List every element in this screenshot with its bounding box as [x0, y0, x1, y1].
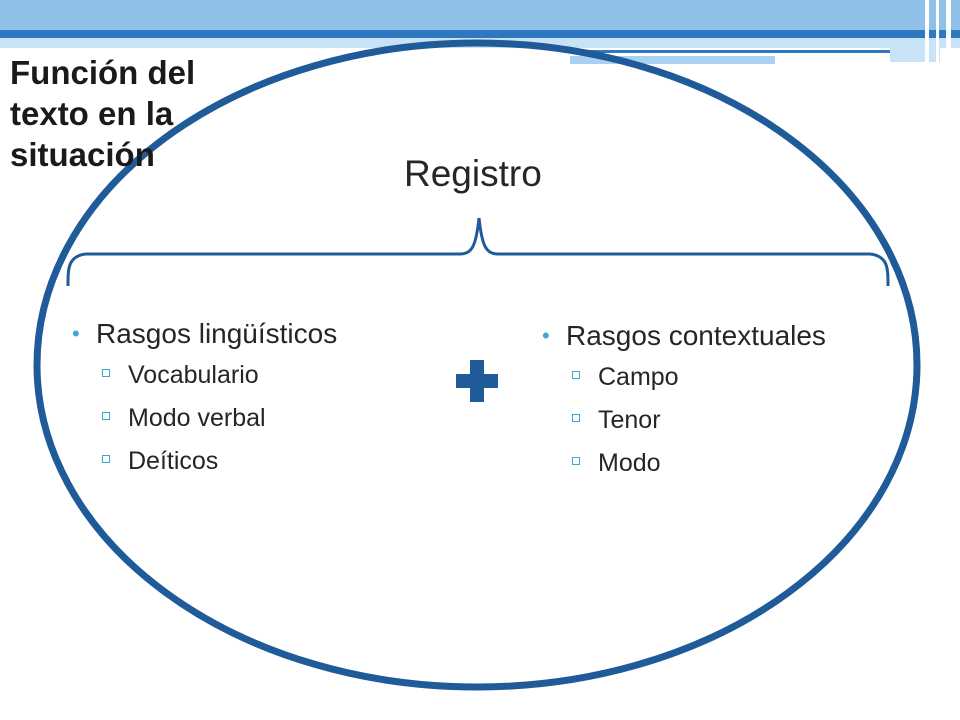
list-item: Modo verbal	[72, 403, 337, 446]
list-item: Tenor	[542, 405, 826, 448]
right-column: • Rasgos contextuales Campo Tenor Modo	[542, 318, 826, 491]
curly-brace-icon	[66, 217, 890, 287]
registro-ellipse	[33, 39, 921, 691]
right-heading-text: Rasgos contextuales	[566, 320, 826, 351]
left-column: • Rasgos lingüísticos Vocabulario Modo v…	[72, 316, 337, 489]
square-bullet-icon	[102, 455, 110, 463]
square-bullet-icon	[102, 369, 110, 377]
plus-icon	[456, 360, 498, 402]
right-sublist: Campo Tenor Modo	[542, 362, 826, 491]
bullet-dot-icon: •	[542, 323, 550, 348]
left-heading-text: Rasgos lingüísticos	[96, 318, 338, 349]
square-bullet-icon	[102, 412, 110, 420]
square-bullet-icon	[572, 371, 580, 379]
left-heading: • Rasgos lingüísticos	[72, 316, 337, 352]
list-item: Modo	[542, 448, 826, 491]
list-item: Campo	[542, 362, 826, 405]
registro-label: Registro	[404, 153, 542, 194]
left-sublist: Vocabulario Modo verbal Deíticos	[72, 360, 337, 489]
slide-title: Función del texto en la situación	[10, 54, 196, 173]
square-bullet-icon	[572, 457, 580, 465]
list-item: Deíticos	[72, 446, 337, 489]
bullet-dot-icon: •	[72, 321, 80, 346]
square-bullet-icon	[572, 414, 580, 422]
right-heading: • Rasgos contextuales	[542, 318, 826, 354]
list-item: Vocabulario	[72, 360, 337, 403]
